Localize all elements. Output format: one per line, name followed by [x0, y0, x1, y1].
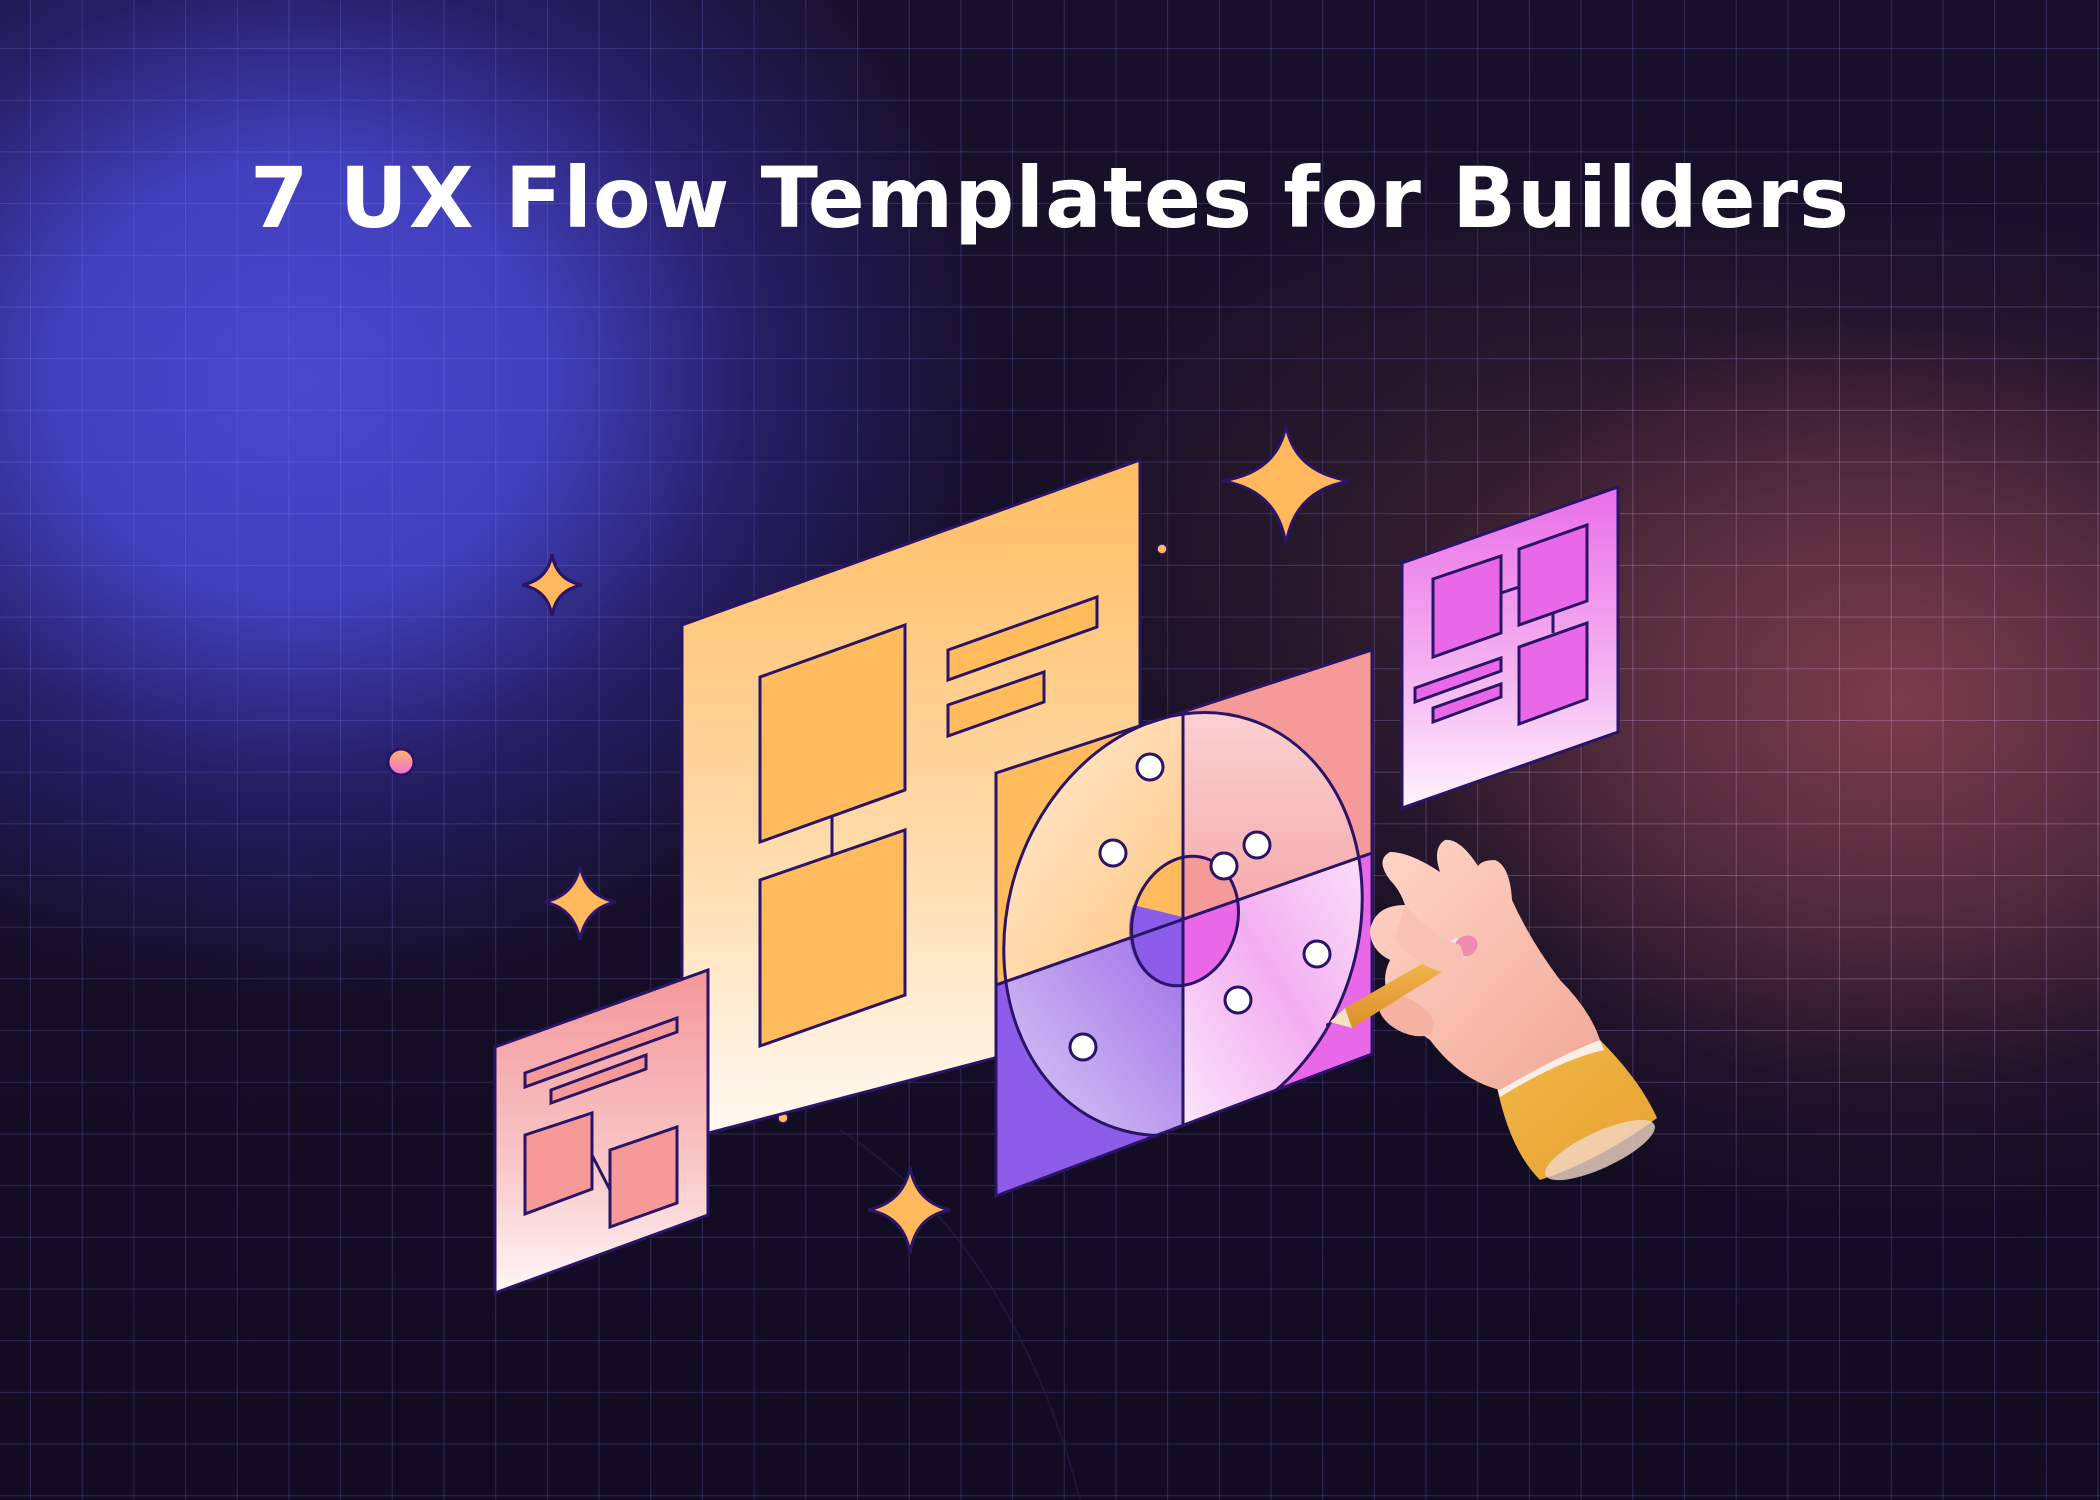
wireframe-panel-left	[493, 967, 710, 1296]
background-curve	[839, 1129, 1081, 1500]
dot-icon	[386, 747, 416, 777]
sparkle-icon	[867, 1166, 951, 1254]
wireframe-panel-right	[1400, 484, 1620, 811]
dot-icon	[1156, 543, 1168, 555]
sparkle-icon	[521, 553, 583, 617]
sparkle-icon	[1221, 424, 1351, 546]
hand-holding-pencil-icon	[1326, 839, 1657, 1181]
sparkle-icon	[543, 865, 617, 941]
page-title: 7 UX Flow Templates for Builders	[249, 149, 1851, 247]
